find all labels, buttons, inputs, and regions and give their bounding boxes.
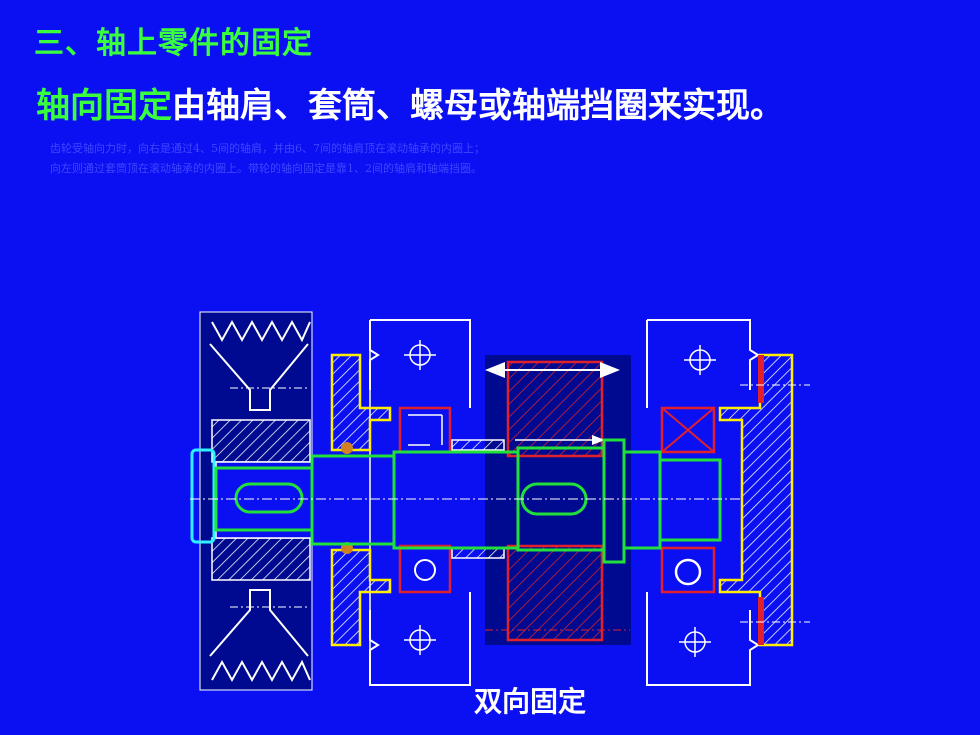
shaft-end-retaining-ring [190,448,216,544]
left-bearing-cap [330,353,392,647]
right-bearing-cap [718,353,810,647]
pulley [199,311,313,691]
left-bearing [398,406,452,594]
bolt-holes [404,340,716,657]
subtitle-rest: 由轴肩、套筒、螺母或轴端挡圈来实现。 [172,86,784,126]
subtitle-highlight: 轴向固定 [36,86,172,126]
pulley-grooves-top [211,319,311,343]
shaft-assembly-drawing [190,311,810,691]
gear [485,355,631,645]
sleeve-top [451,439,505,451]
slide-subtitle: 轴向固定由轴肩、套筒、螺母或轴端挡圈来实现。 [36,78,784,127]
diagram-caption: 双向固定 [474,685,587,718]
housing-outline-right [646,319,760,686]
right-bearing [660,406,716,594]
explanation-note-line-1: 齿轮受轴向力时，向右是通过4、5间的轴肩，并由6、7间的轴肩顶在滚动轴承的内圈上… [50,142,485,155]
pulley-grooves-bottom [211,659,311,683]
slide-title: 三、轴上零件的固定 [34,26,313,61]
explanation-note-line-2: 向左则通过套筒顶在滚动轴承的内圈上。带轮的轴向固定是靠1、2间的轴肩和轴端挡圈。 [50,162,482,175]
